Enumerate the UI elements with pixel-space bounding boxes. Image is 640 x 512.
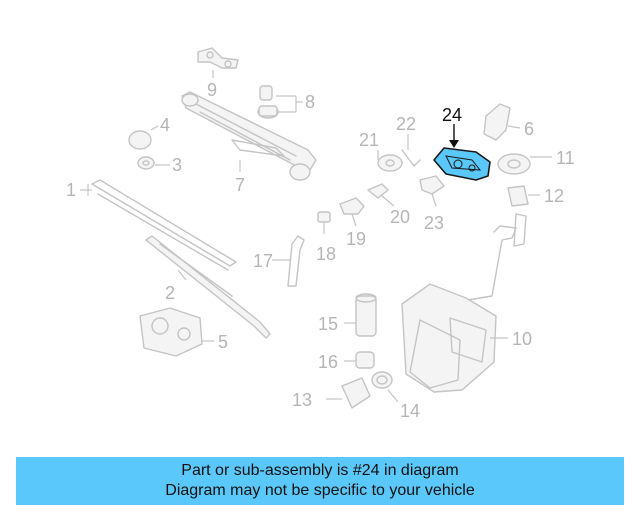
callout-6: 6	[524, 119, 534, 139]
callout-13: 13	[292, 390, 312, 410]
info-banner: Part or sub-assembly is #24 in diagram D…	[16, 457, 624, 505]
banner-line-1: Part or sub-assembly is #24 in diagram	[181, 462, 459, 479]
callout-11: 11	[556, 148, 575, 168]
callout-3: 3	[172, 155, 182, 175]
callout-10: 10	[512, 329, 532, 349]
part-12-cap	[507, 185, 540, 207]
callout-24: 24	[442, 105, 462, 125]
part-14-seal	[371, 371, 399, 403]
callout-23: 23	[424, 213, 444, 233]
part-1-wiper-blade	[80, 179, 237, 271]
callout-14: 14	[400, 401, 420, 421]
part-4-cap	[128, 125, 159, 150]
callout-17: 17	[253, 251, 273, 271]
callout-4: 4	[160, 115, 170, 135]
part-23-elbow	[419, 175, 445, 207]
part-10-reservoir	[401, 213, 527, 393]
callout-2: 2	[165, 283, 175, 303]
callout-16: 16	[318, 352, 338, 372]
part-13-sensor	[326, 377, 371, 409]
callout-9: 9	[207, 80, 217, 100]
callout-12: 12	[544, 186, 564, 206]
callout-18: 18	[316, 244, 336, 264]
part-11-seal	[497, 153, 552, 175]
callout-15: 15	[318, 314, 338, 334]
part-16-grommet	[344, 351, 375, 369]
part-21-grommet	[377, 150, 403, 172]
part-24-highlighted	[433, 124, 491, 181]
banner-line-2: Diagram may not be specific to your vehi…	[165, 482, 475, 499]
callout-8: 8	[305, 92, 315, 112]
callout-5: 5	[218, 332, 228, 352]
part-15-pump	[344, 293, 377, 337]
callout-22: 22	[396, 114, 416, 134]
part-5-wiper-motor	[139, 307, 214, 357]
callout-19: 19	[346, 229, 366, 249]
part-8-grommets	[257, 85, 303, 119]
part-9-bracket	[197, 47, 239, 78]
callout-7: 7	[235, 175, 245, 195]
callout-21: 21	[359, 130, 379, 150]
part-18-connector	[317, 211, 331, 234]
callout-20: 20	[390, 207, 410, 227]
part-2-wiper-arm	[145, 235, 271, 339]
part-22-clip	[401, 134, 421, 167]
part-19-jet	[339, 197, 365, 227]
callout-1: 1	[66, 180, 76, 200]
parts-diagram: 1 2 3 4 5 6 7 8 9 10 11 12 13 14 15 16 1…	[66, 47, 575, 421]
part-20-valve	[367, 183, 395, 207]
part-6-bracket	[483, 103, 521, 141]
part-17-hose	[272, 235, 305, 287]
part-7-wiper-linkage	[181, 91, 317, 181]
part-3-nut	[137, 156, 170, 170]
